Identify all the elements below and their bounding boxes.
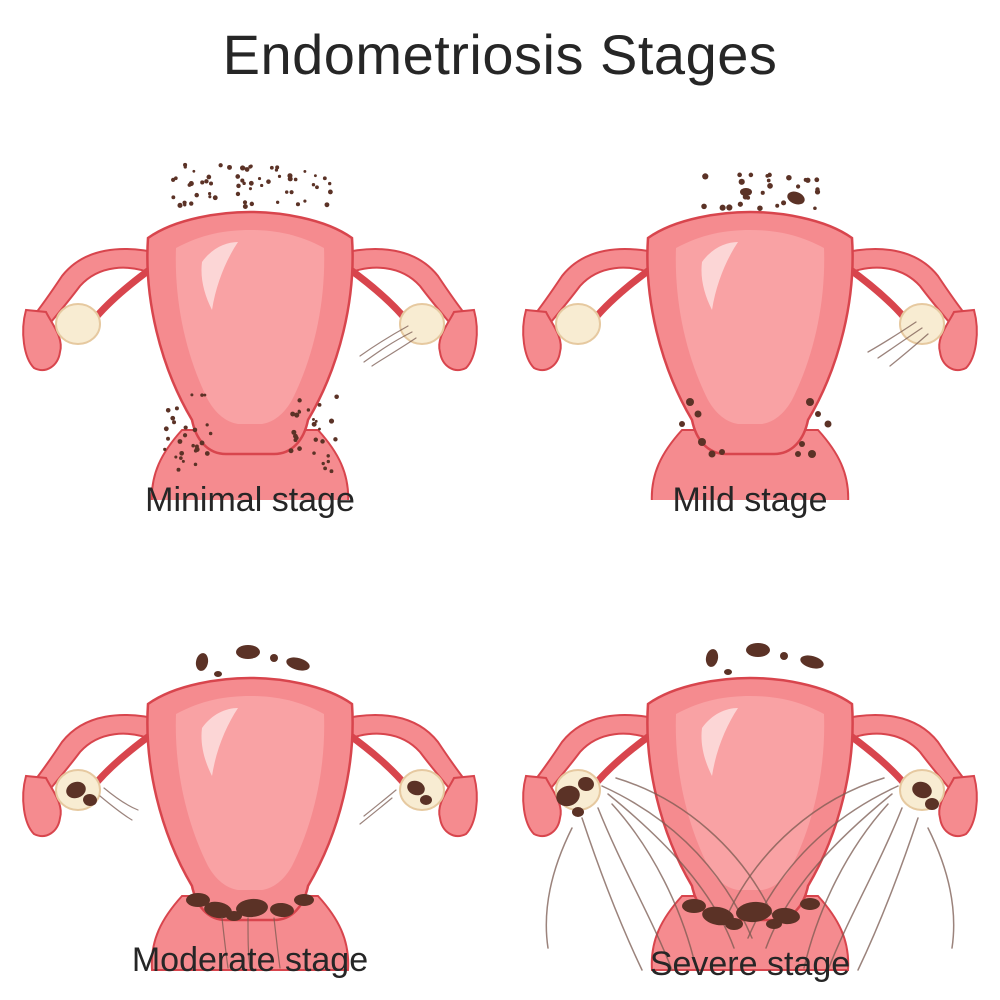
panel-moderate-stage <box>0 578 500 978</box>
stage-label-severe: Severe stage <box>649 945 851 983</box>
left-ovarian-ligament <box>588 264 656 326</box>
stage-label-minimal: Minimal stage <box>145 481 355 519</box>
stage-label-moderate: Moderate stage <box>131 941 369 979</box>
left-fimbriae <box>22 308 62 371</box>
left-fimbriae <box>522 774 562 837</box>
uterus-illustration-minimal <box>22 162 478 500</box>
right-ovary <box>899 303 945 345</box>
uterus-highlight <box>701 708 738 776</box>
left-fimbriae <box>522 308 562 371</box>
right-fimbriae <box>938 308 978 371</box>
panel-severe-stage <box>500 578 1000 978</box>
uterus <box>22 676 478 971</box>
left-fimbriae <box>22 774 62 837</box>
panel-mild-stage <box>500 100 1000 500</box>
mild-lesions <box>679 172 929 458</box>
right-ovarian-ligament <box>344 264 412 326</box>
left-ovary <box>55 303 101 345</box>
moderate-lesions <box>66 645 432 969</box>
uterus <box>522 676 978 971</box>
uterus-highlight <box>201 708 238 776</box>
left-ovarian-ligament <box>88 730 156 792</box>
right-ovarian-ligament <box>844 264 912 326</box>
stage-label-mild: Mild stage <box>672 481 828 519</box>
left-ovary <box>555 303 601 345</box>
uterus <box>22 210 478 500</box>
right-fimbriae <box>438 308 478 371</box>
left-ovarian-ligament <box>88 264 156 326</box>
cervix <box>650 429 850 500</box>
uterus <box>522 210 978 500</box>
uterus-highlight <box>701 242 738 310</box>
uterus-illustration-severe <box>522 643 978 971</box>
minimal-lesions <box>163 162 417 474</box>
severe-lesions <box>545 643 955 971</box>
right-ovary <box>399 303 445 345</box>
right-fimbriae <box>438 774 478 837</box>
right-fimbriae <box>938 774 978 837</box>
uterus-illustration-moderate <box>22 645 478 971</box>
uterus-highlight <box>201 242 238 310</box>
diagram-title: Endometriosis Stages <box>222 23 778 86</box>
panel-minimal-stage <box>0 100 500 500</box>
cervix <box>150 895 350 971</box>
right-ovarian-ligament <box>344 730 412 792</box>
uterus-illustration-mild <box>522 172 978 500</box>
